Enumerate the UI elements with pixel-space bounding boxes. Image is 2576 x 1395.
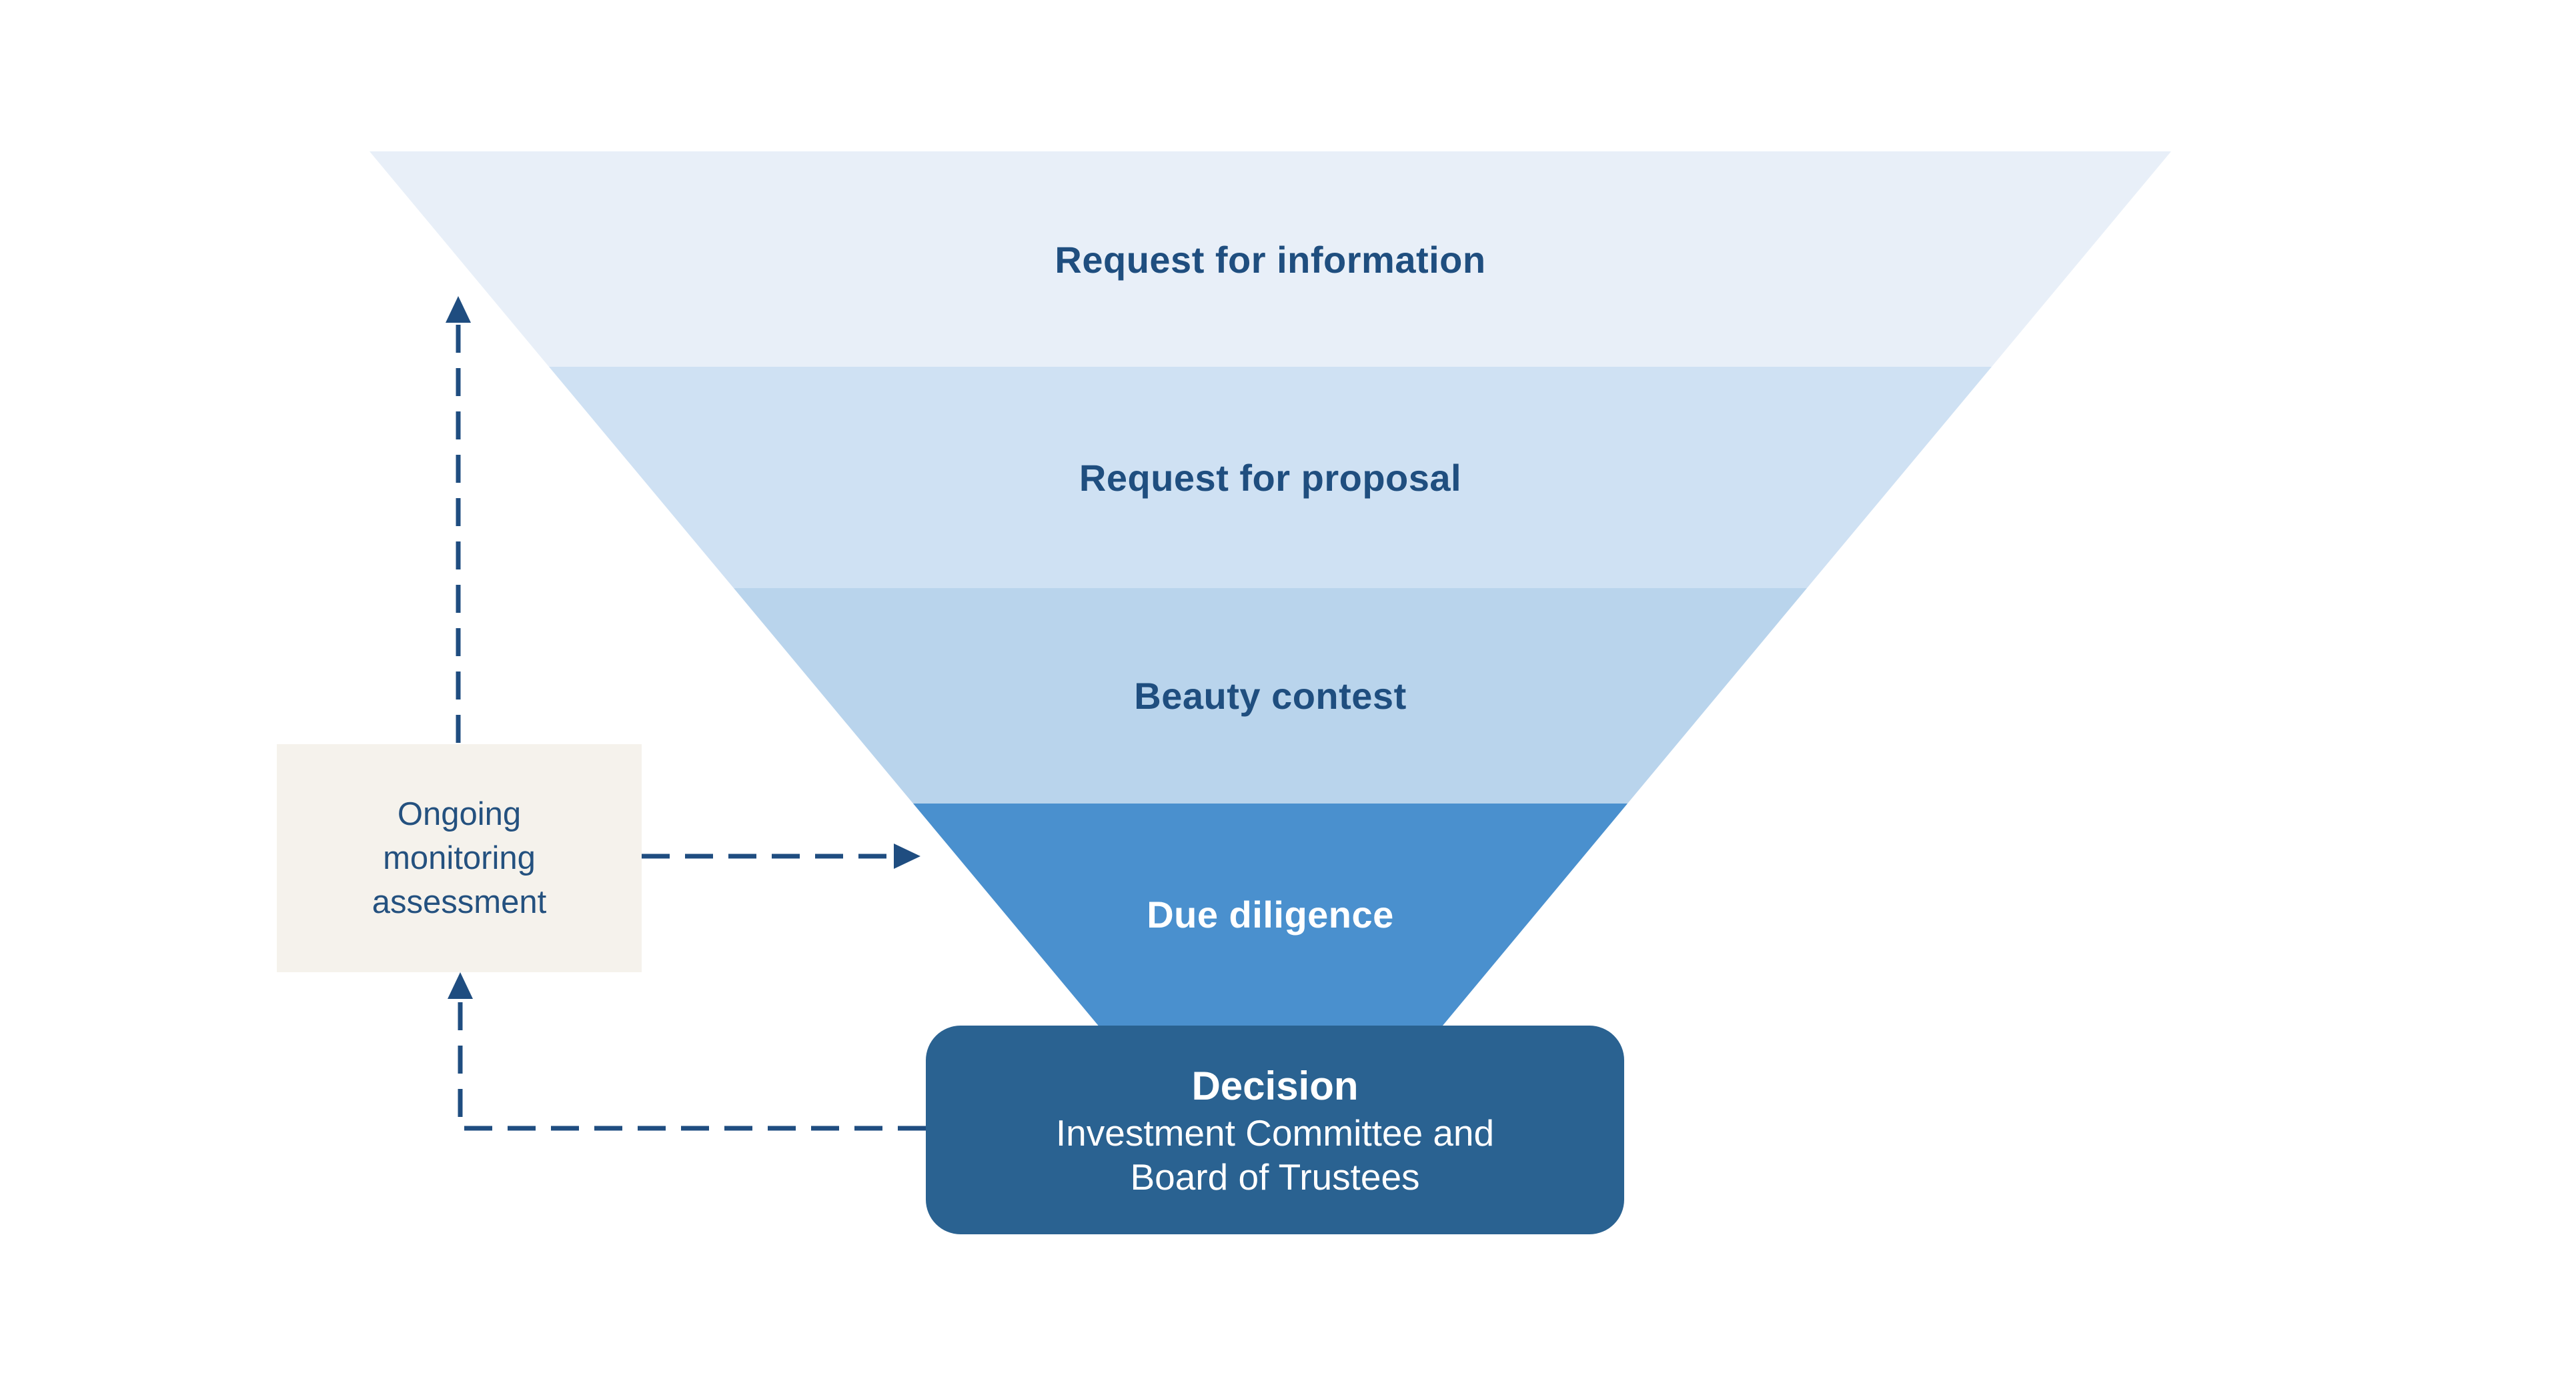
- decision-to-monitoring-arrow: [448, 972, 926, 1131]
- stage-label-due-diligence: Due diligence: [1147, 894, 1394, 936]
- monitoring-line3: assessment: [372, 884, 547, 920]
- decision-subtitle-line1: Investment Committee and: [1055, 1112, 1495, 1154]
- decision-subtitle-line2: Board of Trustees: [1130, 1156, 1420, 1198]
- funnel-stage-request-for-information: [370, 151, 2171, 367]
- funnel-stage-beauty-contest: [734, 588, 1807, 804]
- monitoring-line1: Ongoing: [397, 796, 522, 832]
- monitoring-up-arrow: [446, 296, 471, 743]
- stage-label-request-for-proposal: Request for proposal: [1079, 457, 1462, 499]
- ongoing-monitoring-box: Ongoing monitoring assessment: [277, 744, 642, 972]
- monitoring-line2: monitoring: [383, 840, 536, 876]
- funnel-stage-request-for-proposal: [549, 367, 1992, 588]
- decision-title: Decision: [1191, 1063, 1359, 1108]
- stage-label-beauty-contest: Beauty contest: [1134, 675, 1407, 717]
- stage-label-request-for-information: Request for information: [1055, 239, 1486, 281]
- monitoring-to-funnel-arrow: [642, 844, 920, 869]
- decision-box: Decision Investment Committee and Board …: [926, 1026, 1624, 1234]
